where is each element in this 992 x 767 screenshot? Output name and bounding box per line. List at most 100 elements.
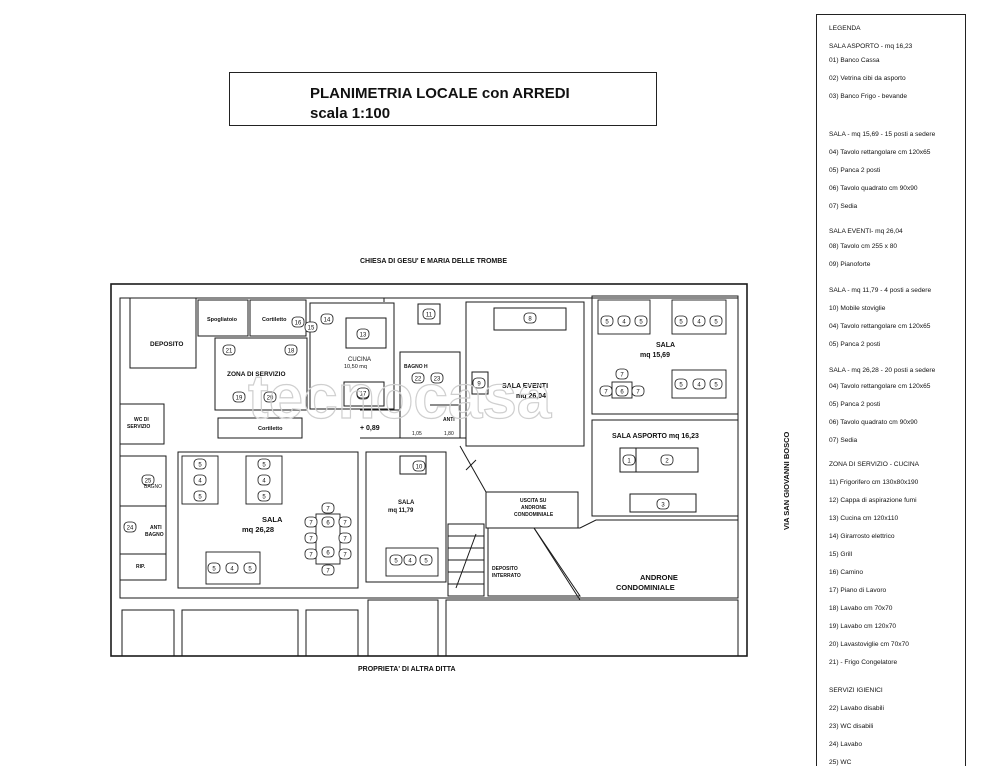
dim-left: 1,05 (412, 431, 422, 437)
room-sala-mid-mq: mq 11,79 (388, 508, 414, 514)
uscita-3: CONDOMINIALE (514, 512, 554, 518)
legend-item: 14) Girarrosto elettrico (829, 533, 895, 540)
marker-box (389, 554, 403, 566)
frigo-box (417, 303, 441, 325)
androne-diagonal (533, 527, 581, 601)
androne-1: ANDRONE (640, 573, 678, 582)
marker-number: 5 (198, 463, 202, 469)
legend-item: SERVIZI IGIENICI (829, 687, 883, 694)
wall (459, 445, 487, 493)
marker-number: 16 (295, 321, 302, 327)
legend-item: 05) Panca 2 posti (829, 167, 881, 174)
androne-wall (534, 519, 738, 529)
room-cucina: CUCINA (348, 357, 371, 363)
room-sala-asporto: SALA ASPORTO mq 16,23 (612, 433, 699, 440)
legend-item: SALA - mq 15,69 - 15 posti a sedere (829, 131, 936, 138)
marker-box (321, 516, 335, 528)
legend-item: 02) Vetrina cibi da asporto (829, 75, 906, 82)
pianoforte (471, 371, 489, 395)
marker-number: 4 (262, 479, 266, 485)
marker-number: 5 (424, 559, 428, 565)
room-sala-top-mq: mq 15,69 (640, 352, 670, 359)
marker-box (709, 378, 723, 390)
marker-number: 14 (324, 318, 331, 324)
legend-item: 21) - Frigo Congelatore (829, 659, 898, 666)
plan-title: PLANIMETRIA LOCALE con ARREDI (310, 85, 570, 102)
marker-number: 4 (408, 559, 412, 565)
room-anti: ANTI (443, 417, 455, 423)
legend-item: 23) WC disabili (829, 723, 874, 730)
room-wc-servizio-2: SERVIZIO (127, 424, 150, 430)
marker-box (523, 312, 537, 324)
room-zona-servizio: ZONA DI SERVIZIO (227, 371, 286, 378)
label-right-street: VIA SAN GIOVANNI BOSCO (782, 431, 791, 530)
marker-number: 6 (620, 390, 624, 396)
legend-item: 01) Banco Cassa (829, 57, 880, 64)
legend-item: 19) Lavabo cm 120x70 (829, 623, 897, 630)
marker-box (674, 378, 688, 390)
legend-item: 04) Tavolo rettangolare cm 120x65 (829, 323, 931, 330)
legend-item: 18) Lavabo cm 70x70 (829, 605, 893, 612)
marker-box (207, 562, 221, 574)
rip-room (119, 553, 167, 581)
marker-number: 4 (622, 320, 626, 326)
room-cortiletto-top: Cortiletto (262, 317, 287, 323)
marker-number: 4 (230, 567, 234, 573)
marker-box (193, 474, 207, 486)
marker-box (320, 313, 334, 325)
legend-item: 13) Cucina cm 120x110 (829, 515, 899, 522)
androne-2: CONDOMINIALE (616, 583, 675, 592)
cappa-box (345, 317, 387, 349)
marker-box (422, 308, 436, 320)
marker-number: 18 (288, 349, 295, 355)
marker-box (430, 372, 444, 384)
marker-box (674, 315, 688, 327)
marker-number: 7 (604, 390, 608, 396)
sala-asporto-room (591, 419, 739, 517)
cortiletto-top (249, 299, 307, 337)
legend-item: 07) Sedia (829, 437, 858, 444)
marker-box (634, 315, 648, 327)
legend-item: 17) Piano di Lavoro (829, 587, 887, 594)
legend-item: SALA EVENTI- mq 26,04 (829, 228, 903, 235)
marker-box (412, 460, 426, 472)
marker-box (709, 315, 723, 327)
marker-box (321, 564, 335, 576)
neighbour-2 (181, 609, 299, 657)
marker-number: 3 (661, 503, 665, 509)
marker-number: 6 (326, 521, 330, 527)
marker-number: 5 (262, 495, 266, 501)
dim-right: 1,80 (444, 431, 454, 437)
marker-box (656, 498, 670, 510)
marker-number: 1 (627, 459, 631, 465)
marker-number: 9 (477, 382, 481, 388)
marker-number: 22 (415, 377, 422, 383)
level-label: + 0,89 (360, 425, 380, 432)
marker-box (222, 344, 236, 356)
neighbour-5 (445, 599, 739, 657)
marker-number: 7 (343, 537, 347, 543)
legend-item: 20) Lavastoviglie cm 70x70 (829, 641, 909, 648)
marker-number: 7 (620, 373, 624, 379)
legend-item: 11) Frigorifero cm 130x80x190 (829, 479, 919, 486)
marker-box (257, 458, 271, 470)
marker-number: 5 (639, 320, 643, 326)
wall-deposito (129, 298, 197, 369)
marker-box (321, 502, 335, 514)
legend-item: 04) Tavolo rettangolare cm 120x65 (829, 383, 931, 390)
neighbour-3 (305, 609, 359, 657)
marker-box (321, 546, 335, 558)
marker-box (304, 516, 318, 528)
marker-box (600, 315, 614, 327)
legend-item: 04) Tavolo rettangolare cm 120x65 (829, 149, 931, 156)
marker-box (141, 474, 155, 486)
marker-box (631, 385, 645, 397)
legend-item: 08) Tavolo cm 255 x 80 (829, 243, 898, 250)
marker-number: 7 (343, 521, 347, 527)
title-box: PLANIMETRIA LOCALE con ARREDI scala 1:10… (229, 72, 657, 126)
marker-number: 4 (198, 479, 202, 485)
legend-item: 10) Mobile stoviglie (829, 305, 886, 312)
marker-box (257, 490, 271, 502)
legend-item: 16) Camino (829, 569, 864, 576)
